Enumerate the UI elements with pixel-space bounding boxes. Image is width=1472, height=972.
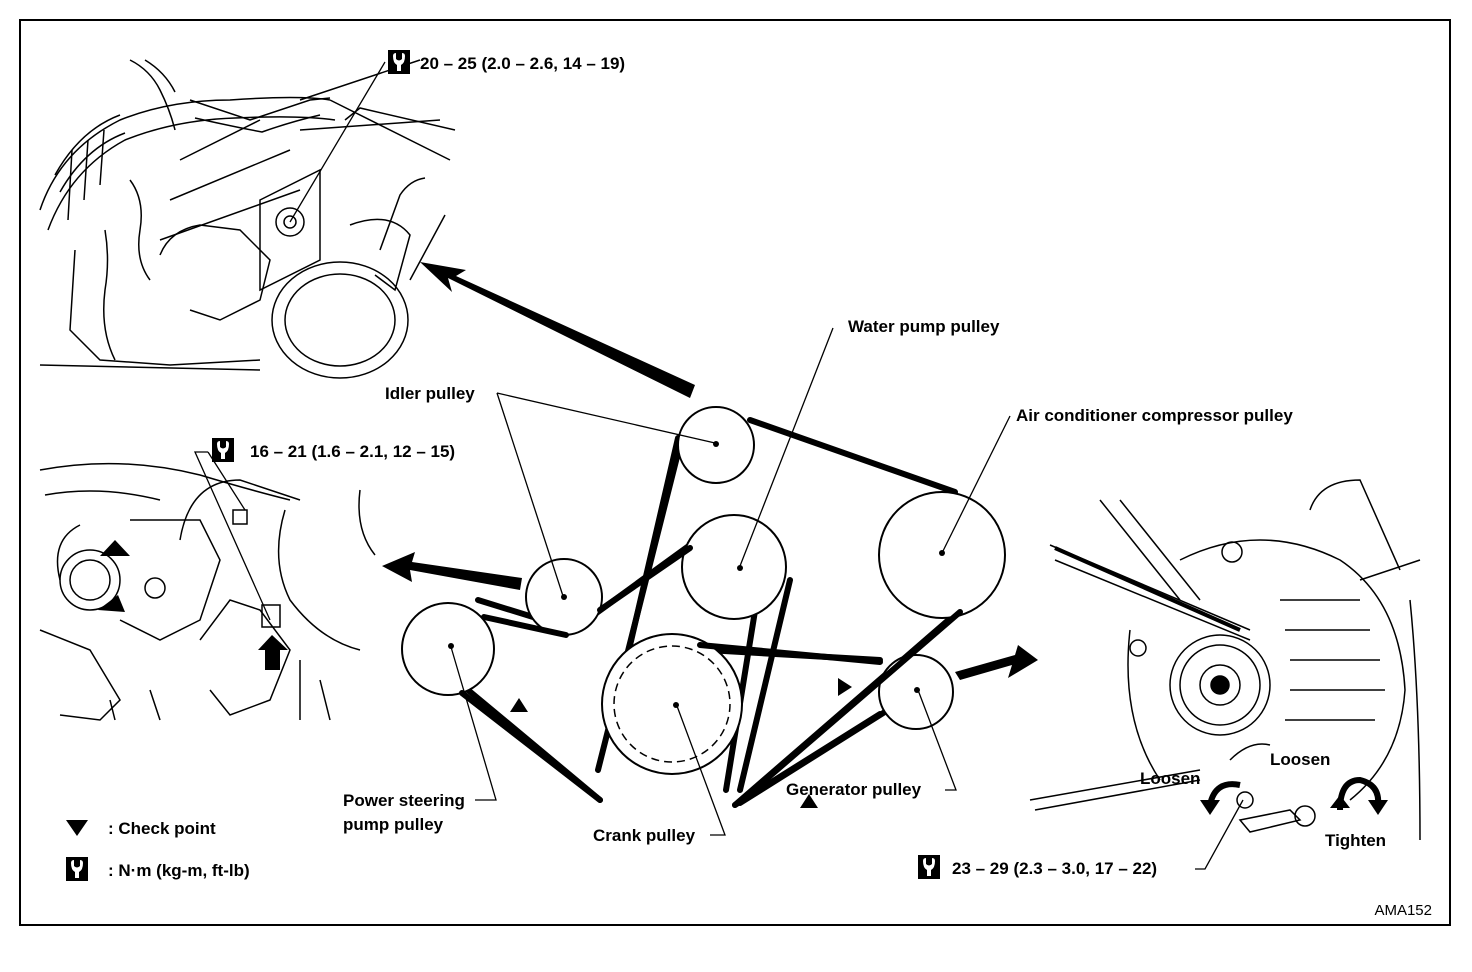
check-point-triangle-icon [800,794,818,808]
check-point-triangle-icon [838,678,852,696]
arrow-to-left-illustration [382,552,522,590]
torque-spec-left: 16 – 21 (1.6 – 2.1, 12 – 15) [212,438,455,462]
belt-front-segments [459,545,963,808]
torque-spec-right: 23 – 29 (2.3 – 3.0, 17 – 22) [918,855,1157,879]
label-water-pump-pulley: Water pump pulley [848,317,1000,336]
label-power-steering-line2: pump pulley [343,815,444,834]
label-air-conditioner-pulley: Air conditioner compressor pulley [1016,406,1293,425]
legend: : Check point : N·m (kg-m, ft-lb) [66,819,250,881]
torque-spec-upper: 20 – 25 (2.0 – 2.6, 14 – 19) [388,50,625,74]
rotate-arrow-icon [98,595,125,612]
idler-pulley-lower [525,558,603,636]
push-arrow-icon [258,635,288,670]
belt-on-generator [1054,546,1241,632]
water-pump-pulley [681,514,787,620]
tighten-arrow-icon [1330,776,1388,815]
torque-value-left: 16 – 21 (1.6 – 2.1, 12 – 15) [250,442,455,461]
torque-value-right: 23 – 29 (2.3 – 3.0, 17 – 22) [952,859,1157,878]
generator-illustration [1029,479,1421,841]
check-point-triangle-icon [66,820,88,836]
label-loosen-right: Loosen [1270,750,1330,769]
check-point-triangle-icon [510,698,528,712]
torque-wrench-icon [66,857,88,881]
rotate-arrow-icon [100,540,130,556]
label-generator-pulley: Generator pulley [786,780,922,799]
lower-left-illustration [39,462,376,721]
label-power-steering-line1: Power steering [343,791,465,810]
arrow-to-upper-illustration [420,262,695,398]
generator-pulley [878,654,954,730]
idler-pulley-upper [677,406,755,484]
label-crank-pulley: Crank pulley [593,826,696,845]
label-loosen-left: Loosen [1140,769,1200,788]
power-steering-pulley [401,602,495,696]
air-conditioner-pulley [878,491,1006,619]
label-idler-pulley: Idler pulley [385,384,475,403]
legend-torque-unit: : N·m (kg-m, ft-lb) [108,861,250,880]
figure-frame [19,19,1451,926]
upper-engine-illustration [39,59,456,379]
label-tighten: Tighten [1325,831,1386,850]
crank-pulley [601,633,743,775]
torque-wrench-icon [918,855,940,879]
loosen-arrow-icon [1200,781,1241,815]
torque-value-upper: 20 – 25 (2.0 – 2.6, 14 – 19) [420,54,625,73]
torque-wrench-icon [388,50,410,74]
legend-check-point: : Check point [108,819,216,838]
arrow-to-generator-illustration [955,645,1038,680]
torque-wrench-icon [212,438,234,462]
figure-code: AMA152 [1374,902,1432,919]
leader-lines [193,61,1244,870]
